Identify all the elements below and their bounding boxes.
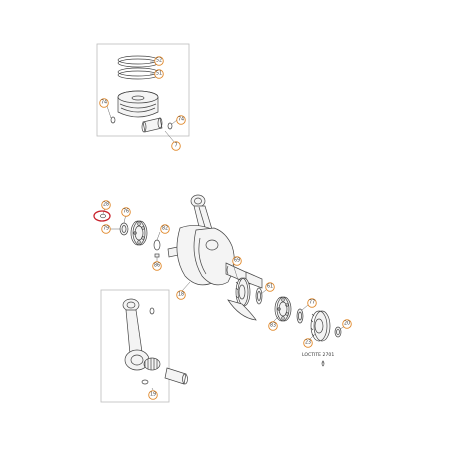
needle-bearing [143,357,161,371]
conrod-inset [100,289,188,403]
callout-82[interactable]: 82 [160,224,170,234]
crank-counterweight [227,299,257,321]
primary-gear [310,310,331,342]
loctite-drop-icon [321,360,325,367]
svg-text:28: 28 [103,202,109,208]
callout-23[interactable]: 23 [303,338,313,348]
callout-61[interactable]: 61 [265,282,275,292]
svg-text:51: 51 [156,71,162,77]
callout-18[interactable]: 18 [176,290,186,300]
loctite-note: LOCTITE 2701 [302,352,334,358]
piston-inset [96,43,190,144]
svg-text:86: 86 [154,263,160,269]
o-ring [153,239,161,251]
crank-nut [334,326,342,338]
right-main-bearing [274,296,292,322]
piston-pin [141,117,163,133]
svg-text:83: 83 [270,323,276,329]
spacer-ring [255,287,263,305]
svg-text:69: 69 [234,258,240,264]
callout-69[interactable]: 69 [232,256,242,266]
svg-text:74: 74 [178,117,184,123]
callout-20[interactable]: 20 [342,319,352,329]
small-end-bush [149,307,155,315]
selected-part-highlight [93,210,111,222]
callout-19[interactable]: 19 [148,390,158,400]
svg-text:79: 79 [103,226,109,232]
crank-webs [176,225,235,286]
piston-circlip-right [167,122,173,130]
svg-text:74: 74 [101,100,107,106]
thrust-washer [296,308,304,324]
crankshaft-assembly [100,194,346,367]
crank-gear [235,277,251,307]
thrust-washer-small [141,379,149,385]
svg-text:61: 61 [267,284,273,290]
callout-52[interactable]: 52 [154,56,164,66]
svg-text:19: 19 [150,392,156,398]
conrod-inset-frame [100,289,170,403]
shim-ring [119,222,129,236]
callout-86[interactable]: 86 [152,261,162,271]
piston [117,90,159,118]
conrod-detail [122,298,150,371]
svg-text:18: 18 [178,292,184,298]
svg-text:20: 20 [344,321,350,327]
callout-79[interactable]: 79 [101,224,111,234]
piston-inset-frame [96,43,190,137]
svg-text:52: 52 [156,58,162,64]
small-washer [100,213,106,219]
woodruff-key [154,253,160,258]
svg-text:82: 82 [162,226,168,232]
crank-pin [164,367,188,385]
callout-83[interactable]: 83 [268,321,278,331]
svg-text:76: 76 [123,209,129,215]
callout-51[interactable]: 51 [154,69,164,79]
svg-text:23: 23 [305,340,311,346]
piston-circlip-left [110,116,116,124]
svg-text:77: 77 [309,300,315,306]
callout-7[interactable]: 7 [171,141,181,151]
svg-text:7: 7 [174,143,177,149]
callout-76[interactable]: 76 [121,207,131,217]
callout-28[interactable]: 28 [101,200,111,210]
callout-74-left[interactable]: 74 [99,98,109,108]
callout-77[interactable]: 77 [307,298,317,308]
left-main-bearing [130,220,148,246]
callout-74-right[interactable]: 74 [176,115,186,125]
